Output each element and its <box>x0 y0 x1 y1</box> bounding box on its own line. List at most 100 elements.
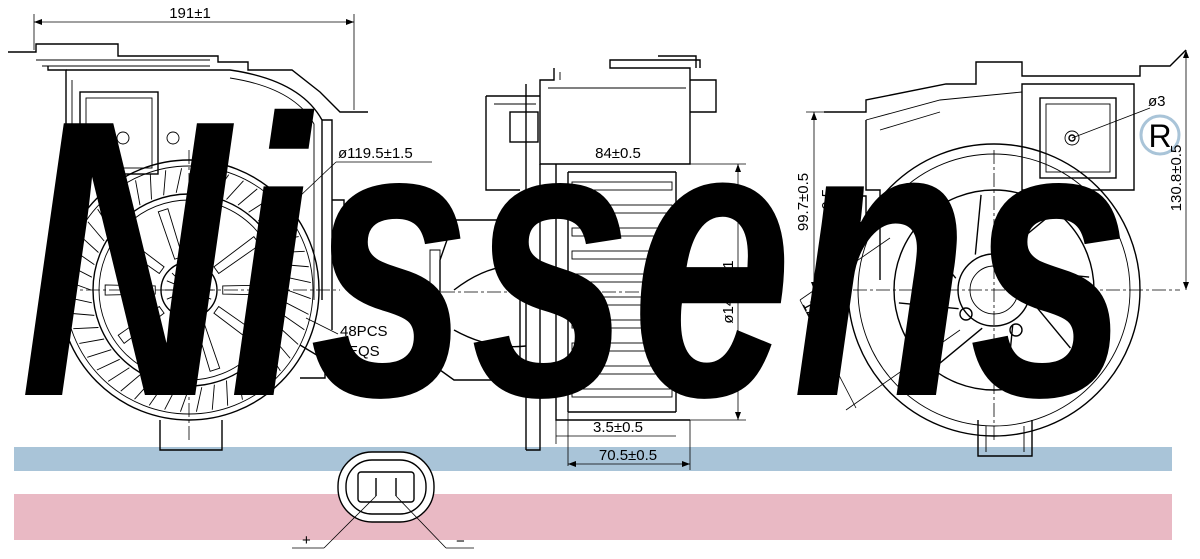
hub-rib <box>192 272 207 287</box>
housing-vane <box>1029 270 1090 278</box>
impeller-blade-side <box>571 181 673 191</box>
hub-rib <box>194 280 212 289</box>
impeller-blade <box>148 384 165 406</box>
impeller-spoke <box>157 208 183 260</box>
impeller-spokes <box>104 208 274 372</box>
housing-vane <box>974 194 982 255</box>
impeller-blade-side <box>571 296 673 306</box>
impeller-spoke <box>195 208 221 260</box>
impeller-blade <box>273 236 299 242</box>
impeller-blade-side <box>571 273 673 283</box>
impeller-blade <box>180 387 190 412</box>
impeller-spoke <box>117 236 165 275</box>
impeller-blade <box>73 327 99 330</box>
impeller-blade <box>237 188 258 206</box>
impeller-blade <box>195 387 203 412</box>
impeller-blade <box>149 174 152 200</box>
dim-depth: 70.5±0.5 <box>599 447 657 464</box>
housing-vane <box>898 302 959 310</box>
dim-hole: ø3 <box>1148 93 1166 110</box>
impeller-blade <box>248 198 271 213</box>
hub-rib <box>192 293 207 308</box>
registered-mark-ring <box>1139 114 1181 156</box>
front-view: 191±1 ø119.5±1.5 48PCS EQS <box>8 5 432 451</box>
side-view: ø146.5±1 84±0.5 3.5±0.5 70.5±0.5 <box>418 55 760 470</box>
impeller-blade <box>69 312 95 316</box>
impeller-blade-side <box>571 204 673 214</box>
impeller-blade <box>164 386 177 410</box>
hub-rib <box>179 295 188 313</box>
impeller-blade-side <box>571 250 673 260</box>
dim-overall-width: 191±1 <box>169 5 211 22</box>
impeller-blade <box>213 174 230 196</box>
impeller-blade <box>286 289 311 299</box>
label-blade-count: 48PCS <box>340 323 388 340</box>
electrical-connector: + − <box>292 451 474 550</box>
impeller-blade-side <box>571 319 673 329</box>
impeller-spoke <box>213 305 261 344</box>
registered-mark: R <box>1148 118 1171 154</box>
hub-rib <box>171 272 186 287</box>
dim-fan-diameter: ø119.5±1.5 <box>338 145 413 162</box>
impeller-blade <box>69 265 93 278</box>
connector-positive: + <box>302 532 311 549</box>
impeller-blade <box>97 208 112 231</box>
impeller-blade <box>273 338 291 359</box>
hub-rib <box>190 267 199 285</box>
housing-vane <box>935 327 983 367</box>
impeller-blade-side <box>571 227 673 237</box>
impeller-blades <box>67 168 311 412</box>
dim-housing-diameter: ø146.5±1 <box>720 260 737 323</box>
impeller-blade-side <box>571 342 673 352</box>
impeller-blade <box>79 338 105 344</box>
hub-rib <box>171 293 186 308</box>
housing-vane <box>1005 213 1053 253</box>
impeller-spoke <box>222 284 274 296</box>
pink-band <box>14 494 1172 540</box>
impeller-blade <box>257 359 270 383</box>
impeller-blade <box>96 358 120 371</box>
impeller-blade <box>279 327 299 345</box>
impeller-blade <box>134 380 152 400</box>
impeller-spoke <box>195 320 221 372</box>
impeller-blade <box>266 222 291 231</box>
impeller-blade <box>279 250 305 253</box>
impeller-blade <box>266 349 281 372</box>
impeller-blade <box>67 296 92 304</box>
impeller-blade <box>73 249 95 266</box>
hub-rib <box>166 280 184 289</box>
housing-vane <box>917 231 957 279</box>
dim-height-inner: 21.1±0.5 <box>819 189 836 247</box>
hub-rib <box>166 291 184 300</box>
impeller-blade <box>237 374 243 400</box>
dim-height-total: 99.7±0.5 <box>795 173 812 231</box>
impeller-blade <box>120 374 141 392</box>
impeller-spoke <box>104 284 156 296</box>
impeller-blade-side <box>571 388 673 398</box>
impeller-spoke <box>213 236 261 275</box>
housing-vane <box>1006 325 1014 386</box>
dim-inner-width: 84±0.5 <box>595 145 641 162</box>
impeller-blade <box>108 197 121 221</box>
housing-vanes <box>898 194 1090 386</box>
impeller-blade <box>175 168 183 193</box>
dim-height-right: 130.8±0.5 <box>1168 145 1185 212</box>
impeller-blade <box>67 281 92 291</box>
impeller-blade <box>258 209 282 222</box>
impeller-blade <box>135 180 141 206</box>
impeller-blade <box>79 235 99 253</box>
hub-rib <box>190 295 199 313</box>
blue-band <box>14 447 1172 471</box>
impeller-blade <box>163 170 167 196</box>
impeller-blade <box>107 367 130 382</box>
hub-rib <box>194 291 212 300</box>
impeller-blade <box>121 188 130 213</box>
impeller-blade <box>283 264 309 268</box>
impeller-blade <box>226 380 229 406</box>
hub-rib <box>179 267 188 285</box>
impeller-blade <box>226 180 244 200</box>
impeller-blade <box>188 168 198 193</box>
watermark-text: Nissens <box>20 37 1130 479</box>
label-blade-spacing: EQS <box>348 343 380 360</box>
